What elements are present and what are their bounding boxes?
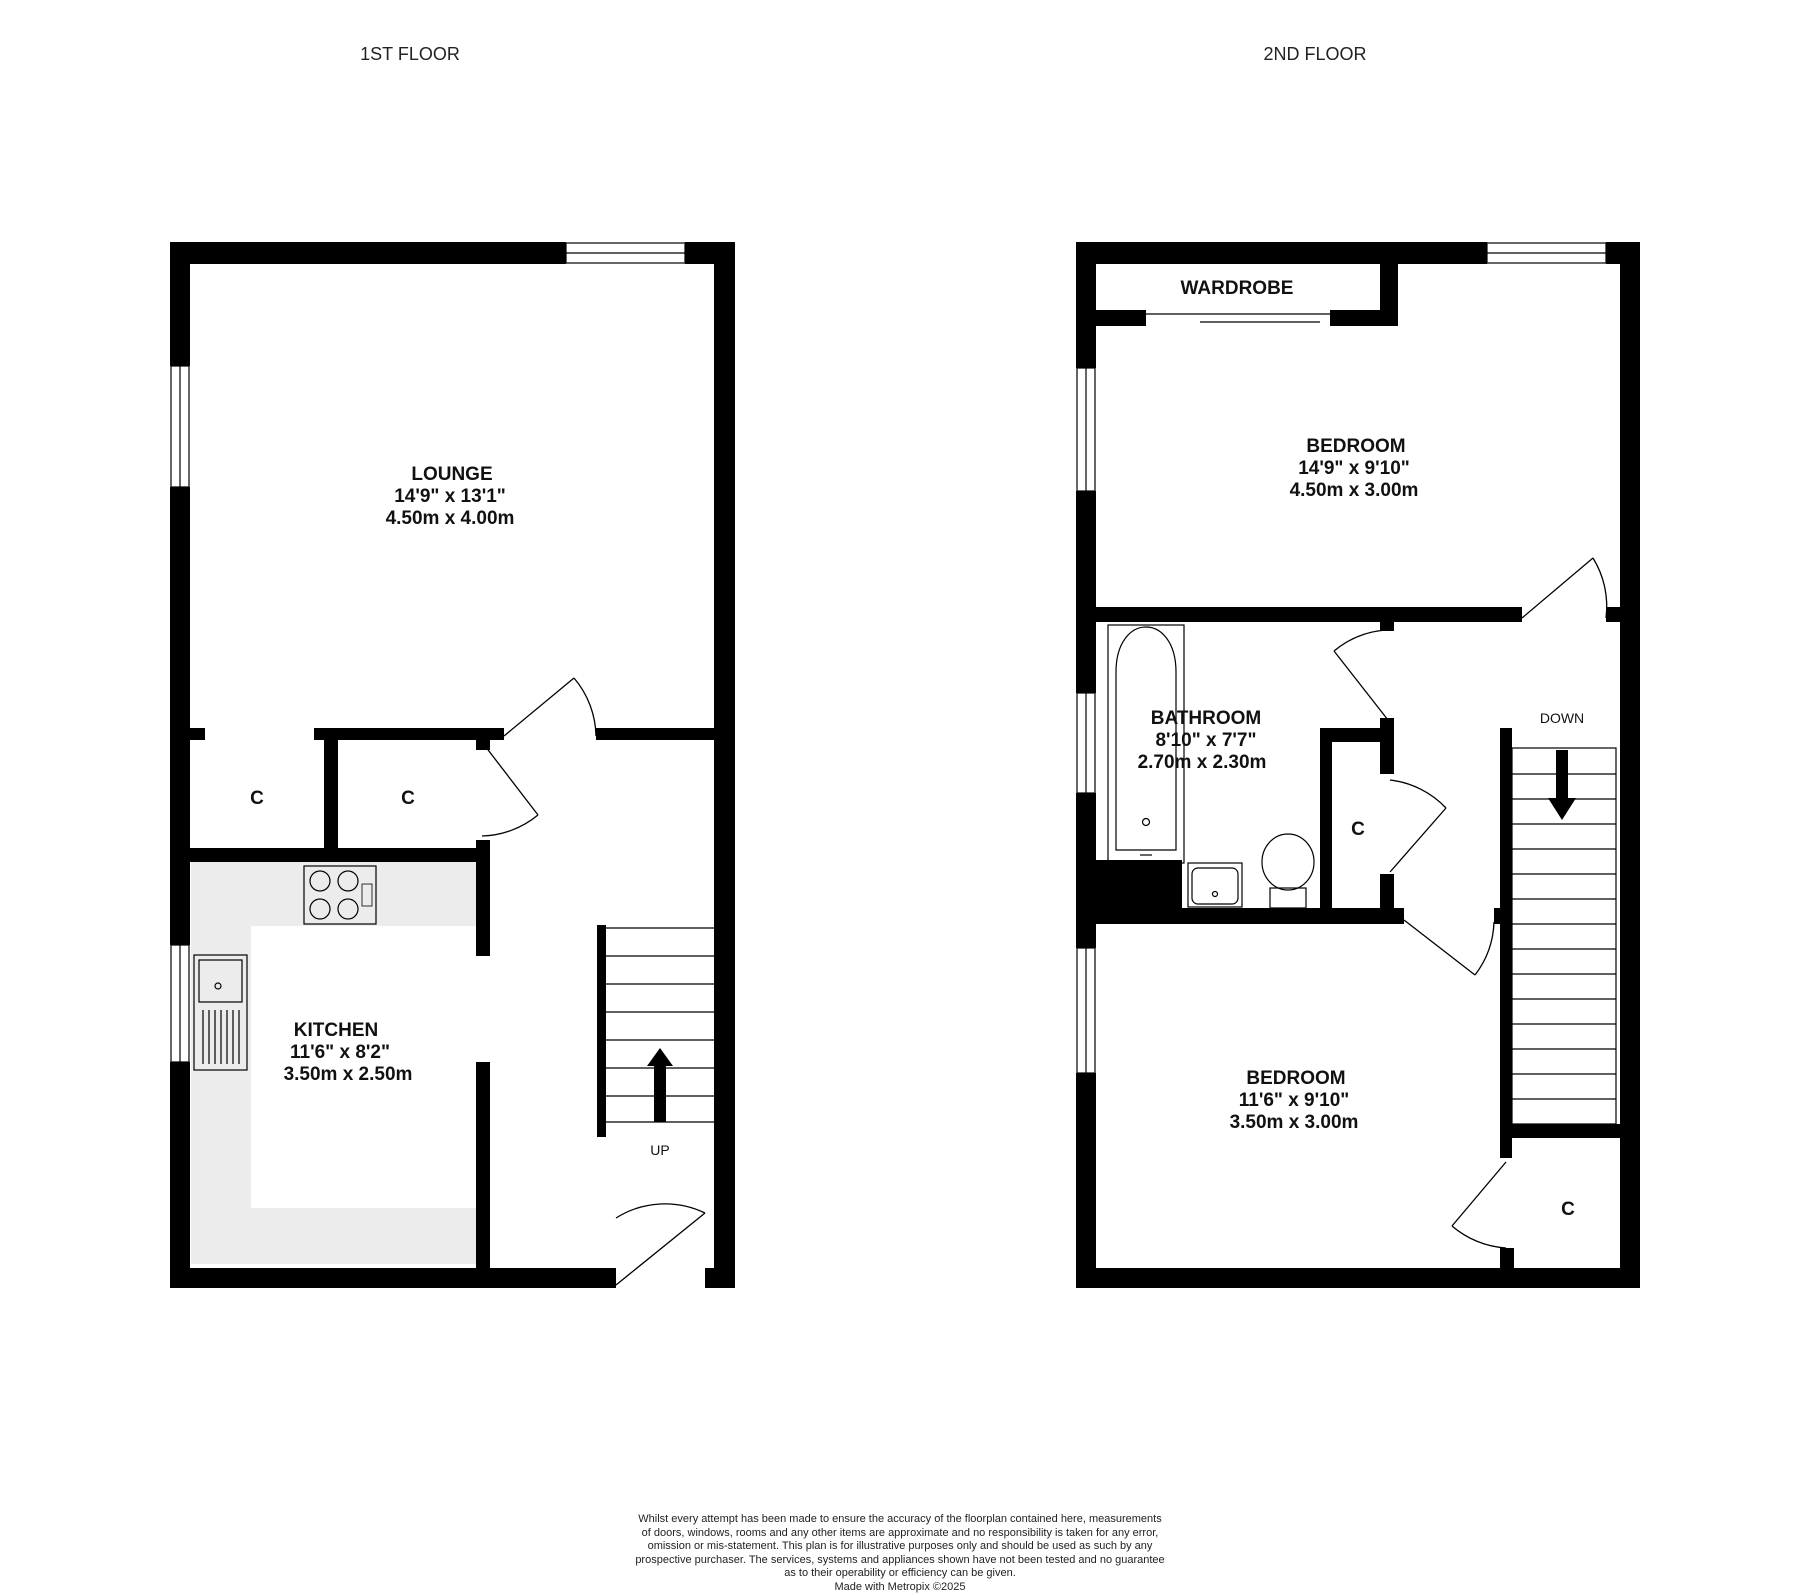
disclaimer-line: as to their operability or efficiency ca…	[784, 1567, 1016, 1579]
stairs-up-label: UP	[650, 1142, 669, 1158]
kitchen-counter	[191, 862, 476, 1264]
kitchen-name: KITCHEN	[294, 1020, 378, 1041]
disclaimer-credit: Made with Metropix ©2025	[834, 1580, 966, 1593]
bathroom-name: BATHROOM	[1151, 708, 1261, 729]
lounge-name: LOUNGE	[411, 464, 492, 485]
first-floor-windows	[170, 242, 686, 1063]
toilet	[1261, 833, 1315, 909]
cupboard-label: C	[401, 788, 415, 809]
arrow-up-icon	[647, 1048, 673, 1122]
disclaimer-line: Whilst every attempt has been made to en…	[638, 1513, 1162, 1525]
stair-stringer	[597, 925, 606, 1125]
disclaimer: Whilst every attempt has been made to en…	[590, 1513, 1210, 1594]
cupboard-label: C	[250, 788, 264, 809]
disclaimer-line: omission or mis-statement. This plan is …	[647, 1540, 1153, 1552]
stairs-down	[1511, 747, 1617, 1125]
lounge-dim-metric: 4.50m x 4.00m	[386, 508, 515, 529]
second-floor-walls	[1076, 242, 1640, 1288]
hob	[303, 865, 377, 925]
bathtub	[1107, 624, 1185, 864]
floor-title-2: 2ND FLOOR	[1263, 44, 1366, 64]
wardrobe-doors	[1146, 313, 1330, 323]
first-floor-doors	[481, 677, 706, 1286]
bedroom-1-dim-imperial: 14'9" x 9'10"	[1298, 458, 1410, 479]
stair-newel	[597, 1125, 606, 1137]
bathroom-dim-imperial: 8'10" x 7'7"	[1155, 730, 1256, 751]
lounge-dim-imperial: 14'9" x 13'1"	[394, 486, 506, 507]
disclaimer-line: of doors, windows, rooms and any other i…	[641, 1526, 1159, 1539]
second-floor-windows	[1076, 242, 1607, 1074]
cupboard-label: C	[1561, 1199, 1575, 1220]
bedroom-2-dim-metric: 3.50m x 3.00m	[1230, 1112, 1359, 1133]
bathroom-dim-metric: 2.70m x 2.30m	[1138, 752, 1267, 773]
first-floor-walls	[170, 242, 735, 1288]
disclaimer-line: prospective purchaser. The services, sys…	[635, 1553, 1165, 1566]
wash-basin	[1187, 862, 1243, 908]
bedroom-1-name: BEDROOM	[1306, 436, 1405, 457]
arrow-down-icon	[1548, 750, 1576, 820]
kitchen-sink	[193, 954, 248, 1071]
second-floor: DOWN WARDROBE BEDROOM 14'9" x 9'10" 4.50…	[1076, 242, 1640, 1288]
second-floor-doors	[1333, 557, 1608, 1249]
wardrobe-label: WARDROBE	[1181, 278, 1294, 299]
bedroom-2-name: BEDROOM	[1246, 1068, 1345, 1089]
kitchen-dim-imperial: 11'6" x 8'2"	[290, 1042, 390, 1063]
cupboard-label: C	[1351, 819, 1365, 840]
stairs-down-label: DOWN	[1540, 710, 1584, 726]
first-floor: UP LOUNGE 14'9" x 13'1" 4.50m x 4.00m KI…	[170, 242, 735, 1288]
bedroom-2-dim-imperial: 11'6" x 9'10"	[1239, 1090, 1350, 1111]
bedroom-1-dim-metric: 4.50m x 3.00m	[1290, 480, 1419, 501]
kitchen-dim-metric: 3.50m x 2.50m	[284, 1064, 413, 1085]
floor-title-1: 1ST FLOOR	[360, 44, 460, 64]
